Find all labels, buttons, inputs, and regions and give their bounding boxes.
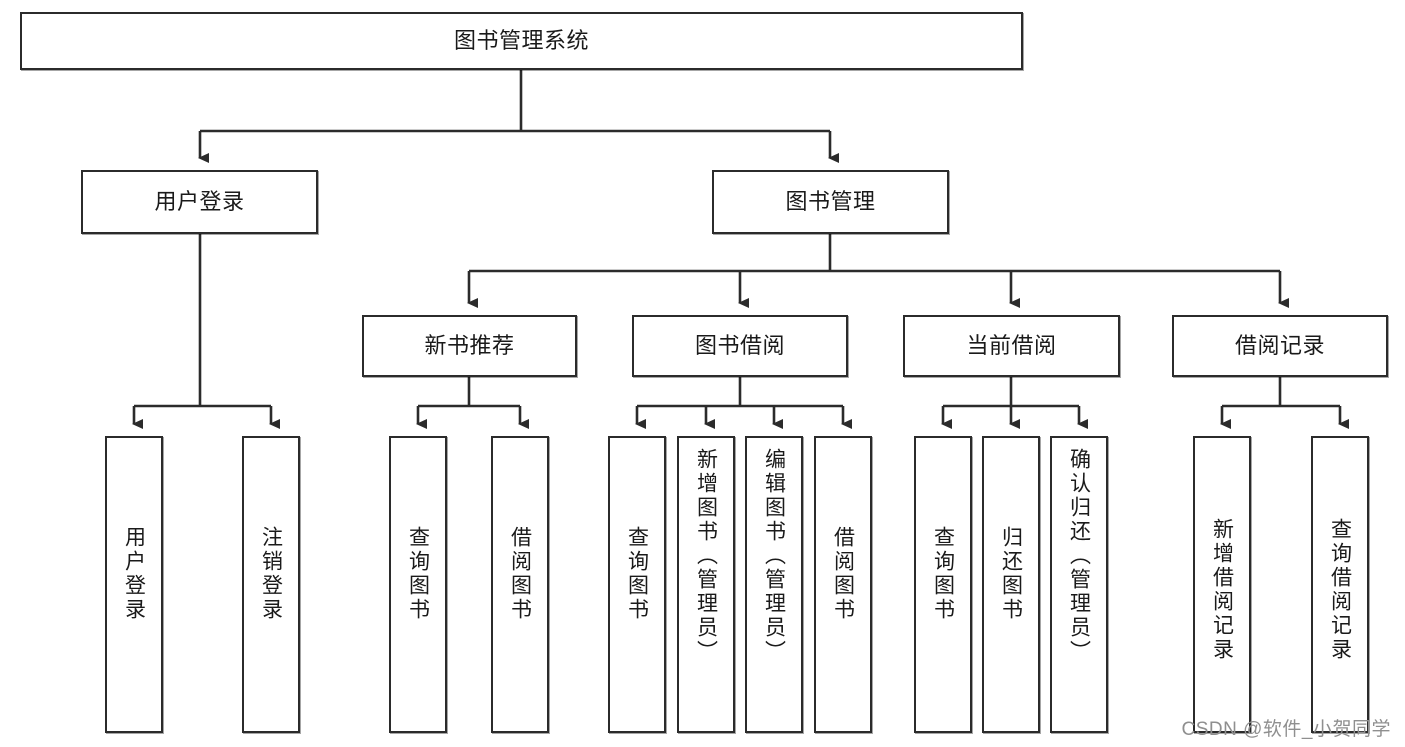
csdn-watermark: CSDN @软件_小贺同学 xyxy=(1181,719,1391,740)
node-book-borrow[interactable]: 图书借阅 xyxy=(632,315,848,377)
node-current-borrow-label: 当前借阅 xyxy=(966,333,1057,359)
node-borrow-record-label: 借阅记录 xyxy=(1234,333,1325,359)
node-leaf-borrow-book-2-label: 借阅图书 xyxy=(831,526,855,622)
node-leaf-query-book-2[interactable]: 查询图书 xyxy=(608,436,666,733)
node-user-login-label: 用户登录 xyxy=(154,189,245,215)
node-leaf-borrow-book-1-label: 借阅图书 xyxy=(508,526,532,622)
node-leaf-edit-book-admin[interactable]: 编辑图书（管理员） xyxy=(745,436,803,733)
node-new-book-recommend-label: 新书推荐 xyxy=(424,333,515,359)
node-leaf-logout-login[interactable]: 注销登录 xyxy=(242,436,300,733)
node-leaf-logout-login-label: 注销登录 xyxy=(259,526,283,622)
node-borrow-record[interactable]: 借阅记录 xyxy=(1172,315,1388,377)
node-leaf-query-book-1[interactable]: 查询图书 xyxy=(389,436,447,733)
node-leaf-query-book-3-label: 查询图书 xyxy=(931,526,955,622)
node-leaf-query-book-2-label: 查询图书 xyxy=(625,526,649,622)
node-leaf-query-borrow-record[interactable]: 查询借阅记录 xyxy=(1311,436,1369,733)
node-leaf-add-borrow-record[interactable]: 新增借阅记录 xyxy=(1193,436,1251,733)
node-leaf-add-book-admin-label: 新增图书（管理员） xyxy=(694,448,718,664)
node-book-borrow-label: 图书借阅 xyxy=(694,333,785,359)
node-leaf-confirm-return-admin[interactable]: 确认归还（管理员） xyxy=(1050,436,1108,733)
node-leaf-user-login-label: 用户登录 xyxy=(122,526,146,622)
node-user-login[interactable]: 用户登录 xyxy=(81,170,318,234)
node-leaf-user-login[interactable]: 用户登录 xyxy=(105,436,163,733)
node-leaf-return-book-label: 归还图书 xyxy=(999,526,1023,622)
node-leaf-query-book-1-label: 查询图书 xyxy=(406,526,430,622)
node-leaf-borrow-book-2[interactable]: 借阅图书 xyxy=(814,436,872,733)
node-leaf-query-book-3[interactable]: 查询图书 xyxy=(914,436,972,733)
node-new-book-recommend[interactable]: 新书推荐 xyxy=(362,315,577,377)
node-current-borrow[interactable]: 当前借阅 xyxy=(903,315,1120,377)
node-root-system-label: 图书管理系统 xyxy=(453,28,589,54)
node-leaf-add-book-admin[interactable]: 新增图书（管理员） xyxy=(677,436,735,733)
node-leaf-borrow-book-1[interactable]: 借阅图书 xyxy=(491,436,549,733)
node-leaf-add-borrow-record-label: 新增借阅记录 xyxy=(1210,518,1234,662)
node-root-system[interactable]: 图书管理系统 xyxy=(20,12,1023,70)
node-book-management-label: 图书管理 xyxy=(785,189,876,215)
node-leaf-return-book[interactable]: 归还图书 xyxy=(982,436,1040,733)
node-leaf-edit-book-admin-label: 编辑图书（管理员） xyxy=(762,448,786,664)
node-book-management[interactable]: 图书管理 xyxy=(712,170,949,234)
node-leaf-query-borrow-record-label: 查询借阅记录 xyxy=(1328,518,1352,662)
node-leaf-confirm-return-admin-label: 确认归还（管理员） xyxy=(1067,448,1091,664)
